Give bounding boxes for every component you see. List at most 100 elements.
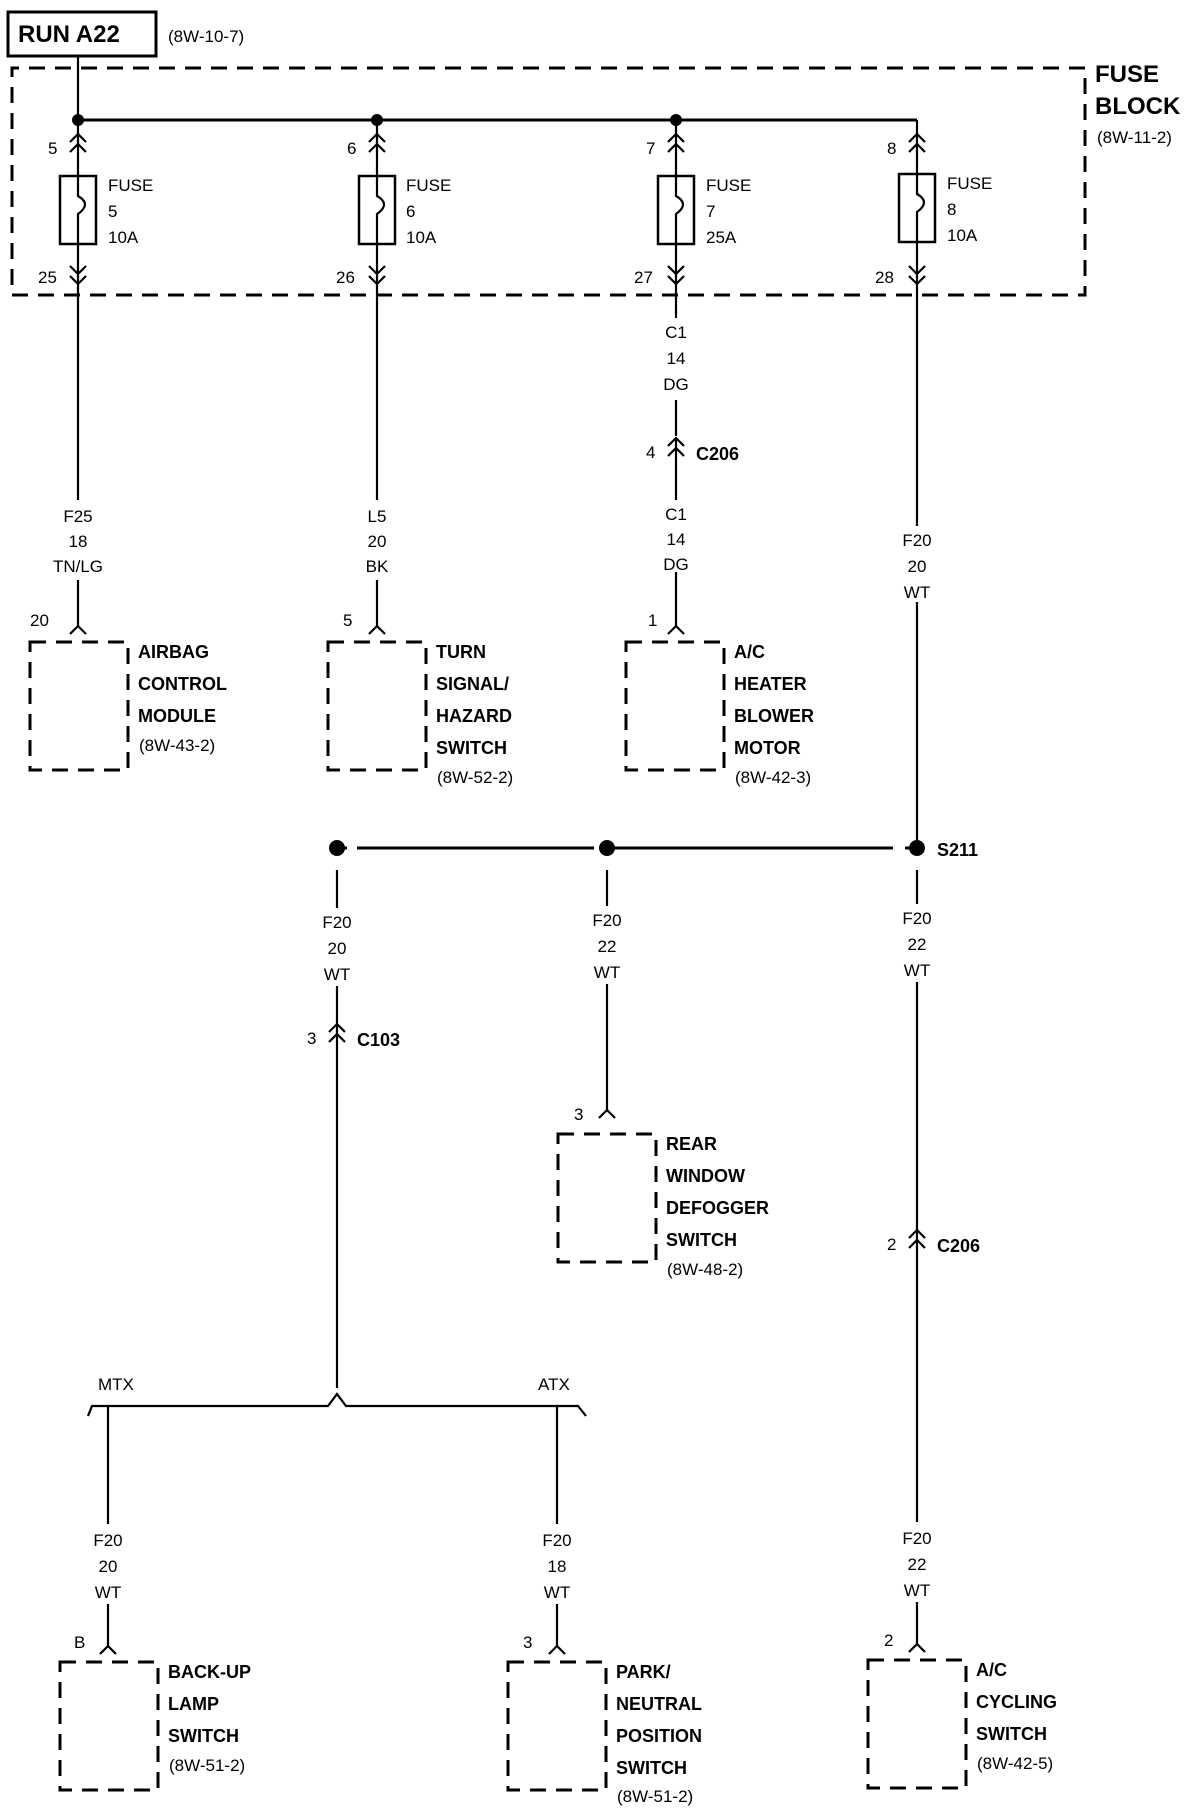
park-line4: SWITCH	[616, 1758, 687, 1778]
fuse-block-title-line2: BLOCK	[1095, 93, 1181, 120]
wire-f20-cycling-color: WT	[904, 1581, 930, 1600]
wire-f20-left-gauge: 20	[328, 939, 347, 958]
wire-l5-circuit: L5	[368, 507, 387, 526]
c103-pin: 3	[307, 1029, 316, 1048]
fuse-6-in-pin: 6	[347, 139, 356, 158]
c206-top-name: C206	[696, 444, 739, 464]
defogger-line1: REAR	[666, 1134, 717, 1154]
wire-f25-circuit: F25	[63, 507, 92, 526]
wire-f20-backup-gauge: 20	[99, 1557, 118, 1576]
wire-f20-fuse8-circuit: F20	[902, 531, 931, 550]
splice-name: S211	[937, 840, 978, 860]
c206-right-pin: 2	[887, 1235, 896, 1254]
wire-f20-right-gauge: 22	[908, 935, 927, 954]
airbag-ref: (8W-43-2)	[139, 736, 215, 755]
cycling-line1: A/C	[976, 1660, 1007, 1680]
fuse-8-number: 8	[947, 200, 956, 219]
park-line1: PARK/	[616, 1662, 671, 1682]
blower-line1: A/C	[734, 642, 765, 662]
wire-f20-right-circuit: F20	[902, 909, 931, 928]
turn-signal-ref: (8W-52-2)	[437, 768, 513, 787]
fuse-block-title-line1: FUSE	[1095, 61, 1159, 88]
airbag-pin: 20	[30, 611, 49, 630]
circuit-f20-park: F20 18 WT	[534, 1406, 580, 1655]
wire-f20-cycling-circuit: F20	[902, 1529, 931, 1548]
circuit-f20-left: F20 20 WT 3 C103	[307, 870, 400, 1388]
wire-f20-fuse8-gauge: 20	[908, 557, 927, 576]
blower-line3: BLOWER	[734, 706, 814, 726]
wire-f20-left-circuit: F20	[322, 913, 351, 932]
defogger-line4: SWITCH	[666, 1230, 737, 1250]
cycling-line3: SWITCH	[976, 1724, 1047, 1744]
fuse-5-in-pin: 5	[48, 139, 57, 158]
source-block: RUN A22 (8W-10-7)	[6, 10, 244, 58]
rear-window-defogger-switch: 3 REAR WINDOW DEFOGGER SWITCH (8W-48-2)	[556, 1105, 769, 1279]
fuse-8-label: FUSE	[947, 174, 992, 193]
park-line3: POSITION	[616, 1726, 702, 1746]
airbag-line1: AIRBAG	[138, 642, 209, 662]
circuit-f20-mid: F20 22 WT	[584, 870, 630, 1119]
blower-line4: MOTOR	[734, 738, 801, 758]
ac-cycling-switch: 2 A/C CYCLING SWITCH (8W-42-5)	[866, 1631, 1057, 1790]
circuit-f20-right: F20 22 WT 2 C206 F20 22 WT	[887, 870, 980, 1653]
blower-pin: 1	[648, 611, 657, 630]
turn-signal-line3: HAZARD	[436, 706, 512, 726]
blower-line2: HEATER	[734, 674, 807, 694]
splice-s211: S211	[329, 838, 978, 860]
defogger-ref: (8W-48-2)	[667, 1260, 743, 1279]
circuit-l5: L5 20 BK	[354, 290, 400, 635]
turn-signal-pin: 5	[343, 611, 352, 630]
ac-heater-blower-motor: 1 A/C HEATER BLOWER MOTOR (8W-42-3)	[624, 611, 814, 787]
wire-f20-left-color: WT	[324, 965, 350, 984]
wire-f20-mid-gauge: 22	[598, 937, 617, 956]
wire-f20-right-color: WT	[904, 961, 930, 980]
fuse-7-rating: 25A	[706, 228, 737, 247]
backup-line2: LAMP	[168, 1694, 219, 1714]
c103-name: C103	[357, 1030, 400, 1050]
fuse-block-ref: (8W-11-2)	[1097, 128, 1172, 147]
fuse-block: FUSE BLOCK (8W-11-2) 5 25 FUSE 5 10A	[10, 56, 1181, 297]
wire-c1-lower-color: DG	[663, 555, 689, 574]
fuse-block-boundary	[10, 66, 1087, 297]
wire-c1-lower-circuit: C1	[665, 505, 687, 524]
fuse-5-label: FUSE	[108, 176, 153, 195]
fuse-6: 6 26 FUSE 6 10A	[336, 120, 451, 290]
branch-left-label: MTX	[98, 1375, 134, 1394]
wire-c1-upper-gauge: 14	[667, 349, 686, 368]
park-ref: (8W-51-2)	[617, 1787, 693, 1806]
defogger-pin: 3	[574, 1105, 583, 1124]
wire-f20-park-color: WT	[544, 1583, 570, 1602]
wire-f25-gauge: 18	[69, 532, 88, 551]
fuse-5: 5 25 FUSE 5 10A	[38, 120, 153, 290]
turn-signal-line1: TURN	[436, 642, 486, 662]
backup-line1: BACK-UP	[168, 1662, 251, 1682]
c206-right-name: C206	[937, 1236, 980, 1256]
fuse-7: 7 27 FUSE 7 25A	[634, 120, 751, 290]
fuse-8-out-pin: 28	[875, 268, 894, 287]
wire-f25-color: TN/LG	[53, 557, 103, 576]
turn-signal-line4: SWITCH	[436, 738, 507, 758]
airbag-line2: CONTROL	[138, 674, 227, 694]
turn-signal-line2: SIGNAL/	[436, 674, 509, 694]
fuse-6-number: 6	[406, 202, 415, 221]
fuse-8: 8 28 FUSE 8 10A	[875, 132, 992, 290]
back-up-lamp-switch: B BACK-UP LAMP SWITCH (8W-51-2)	[58, 1633, 251, 1792]
airbag-line3: MODULE	[138, 706, 216, 726]
fuse-6-rating: 10A	[406, 228, 437, 247]
cycling-pin: 2	[884, 1631, 893, 1650]
wire-f20-backup-color: WT	[95, 1583, 121, 1602]
c206-top-pin: 4	[646, 443, 655, 462]
backup-pin: B	[74, 1633, 85, 1652]
wire-f20-park-circuit: F20	[542, 1531, 571, 1550]
backup-ref: (8W-51-2)	[169, 1756, 245, 1775]
park-neutral-position-switch: 3 PARK/ NEUTRAL POSITION SWITCH (8W-51-2…	[506, 1633, 702, 1806]
turn-signal-hazard-switch: 5 TURN SIGNAL/ HAZARD SWITCH (8W-52-2)	[326, 611, 513, 787]
fuse-7-label: FUSE	[706, 176, 751, 195]
blower-ref: (8W-42-3)	[735, 768, 811, 787]
fuse-7-number: 7	[706, 202, 715, 221]
branch-right-label: ATX	[538, 1375, 570, 1394]
wire-f20-mid-circuit: F20	[592, 911, 621, 930]
airbag-control-module: 20 AIRBAG CONTROL MODULE (8W-43-2)	[28, 611, 227, 772]
wire-f20-cycling-gauge: 22	[908, 1555, 927, 1574]
